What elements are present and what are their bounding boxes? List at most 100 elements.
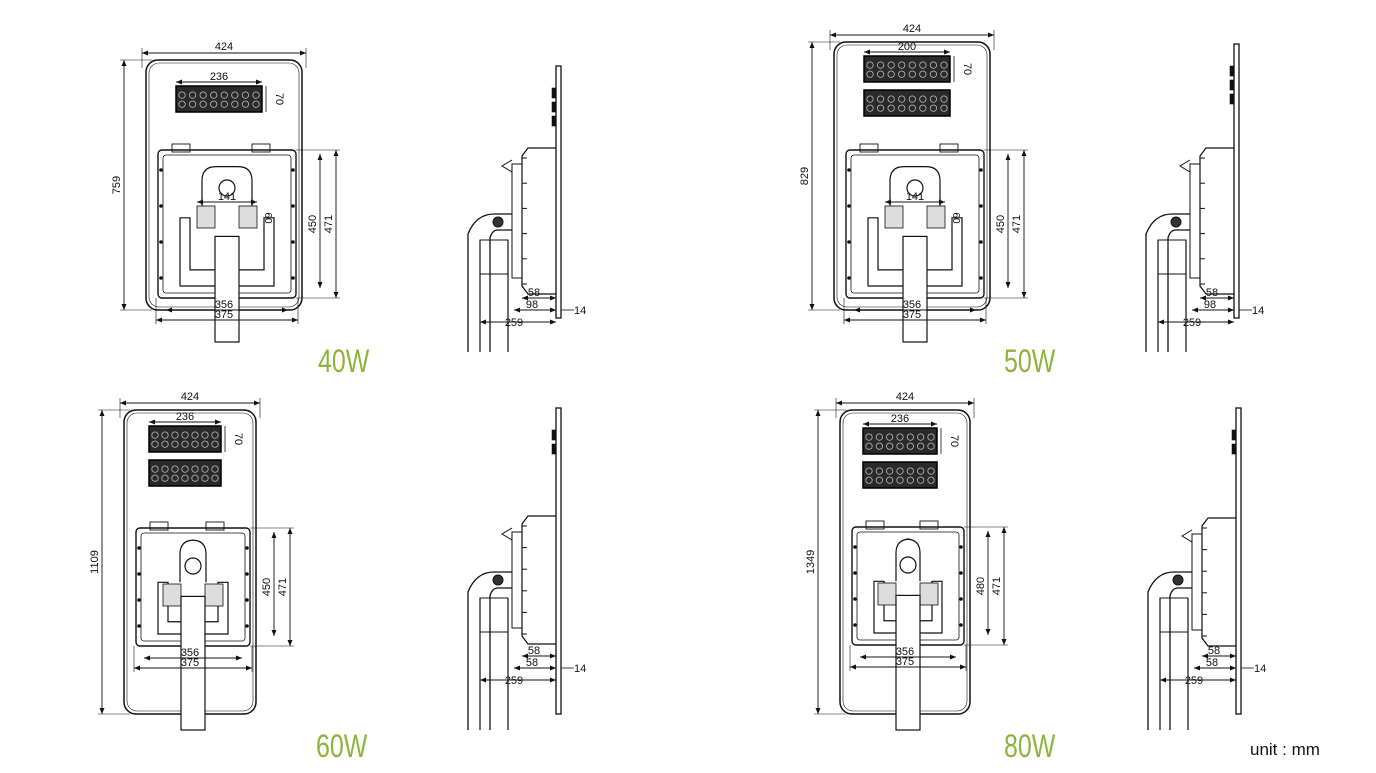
screw bbox=[137, 598, 141, 602]
cell-mark bbox=[201, 440, 209, 448]
cell-mark bbox=[220, 100, 228, 108]
inner-height-dimension: 480 bbox=[975, 577, 987, 595]
arrowhead bbox=[1160, 677, 1166, 683]
screw bbox=[159, 204, 163, 208]
arrowhead bbox=[985, 531, 991, 537]
screw bbox=[853, 623, 857, 627]
arm-outer bbox=[467, 213, 512, 352]
clip bbox=[251, 143, 271, 153]
arrowhead bbox=[271, 532, 277, 538]
hinge-bolt bbox=[1170, 216, 1182, 228]
arrowhead bbox=[134, 665, 140, 671]
arrowhead bbox=[1005, 154, 1011, 160]
screw bbox=[137, 572, 141, 576]
screw bbox=[137, 546, 141, 550]
cell-mark bbox=[876, 95, 885, 103]
screw bbox=[979, 168, 983, 172]
battery-body bbox=[521, 515, 556, 645]
cell-mark bbox=[917, 433, 925, 441]
arm-inner bbox=[489, 229, 512, 352]
cell-mark bbox=[908, 104, 916, 112]
arrowhead bbox=[514, 307, 520, 313]
cell-mark bbox=[898, 61, 906, 69]
cell-mark bbox=[201, 431, 209, 439]
cell-mark bbox=[211, 440, 219, 448]
arrowhead bbox=[939, 199, 945, 205]
arrowhead bbox=[815, 708, 821, 714]
arrowhead bbox=[1194, 665, 1200, 671]
panel-edge bbox=[1235, 407, 1242, 715]
bottom-dimension: 356 bbox=[215, 299, 233, 311]
pole-sleeve bbox=[1159, 597, 1189, 633]
cell-mark bbox=[210, 100, 218, 108]
cell-mark bbox=[211, 465, 219, 473]
arm-outer bbox=[1145, 213, 1190, 352]
arrowhead bbox=[809, 304, 815, 310]
cell-mark bbox=[181, 474, 189, 482]
cell-mark bbox=[940, 95, 948, 103]
arrowhead bbox=[960, 664, 966, 670]
hinge-bolt bbox=[1172, 574, 1184, 586]
side-dimension: 58 bbox=[528, 287, 540, 299]
screw bbox=[979, 204, 983, 208]
screw bbox=[853, 597, 857, 601]
arrowhead bbox=[522, 653, 528, 659]
height-dimension: 829 bbox=[799, 167, 811, 185]
side-dimension: 98 bbox=[1204, 299, 1216, 311]
arrowhead bbox=[333, 150, 339, 156]
arrowhead bbox=[550, 665, 556, 671]
battery-body bbox=[521, 147, 556, 295]
panel-width-dimension: 200 bbox=[898, 41, 916, 53]
knob bbox=[1229, 65, 1235, 77]
solar-cell-panel bbox=[863, 89, 951, 117]
arrowhead bbox=[854, 307, 860, 313]
clip bbox=[171, 143, 191, 153]
cell-mark bbox=[191, 431, 199, 439]
cell-mark bbox=[917, 476, 925, 484]
cell-mark bbox=[241, 100, 250, 108]
cell-mark bbox=[231, 100, 239, 108]
cell-mark bbox=[191, 465, 199, 473]
cell-mark bbox=[898, 70, 906, 78]
clamp-block bbox=[196, 205, 216, 229]
panel-width-dimension: 236 bbox=[210, 71, 228, 83]
pole-sleeve bbox=[479, 239, 509, 275]
cell-mark bbox=[908, 95, 916, 103]
cell-mark bbox=[171, 431, 179, 439]
cell-mark bbox=[896, 476, 904, 484]
arrowhead bbox=[1005, 282, 1011, 288]
arrowhead bbox=[522, 295, 528, 301]
arrowhead bbox=[1001, 639, 1007, 645]
cell-mark bbox=[876, 70, 885, 78]
inner-height-dimension: 450 bbox=[261, 578, 273, 596]
side-dimension: 14 bbox=[574, 305, 586, 317]
arrowhead bbox=[860, 654, 866, 660]
arrowhead bbox=[121, 60, 127, 66]
bracket-height-dimension: 60 bbox=[262, 212, 273, 224]
side-dimension: 259 bbox=[1185, 675, 1203, 687]
mount-plate bbox=[1191, 533, 1203, 631]
cell-mark bbox=[887, 61, 895, 69]
arrowhead bbox=[968, 400, 974, 406]
arrowhead bbox=[550, 319, 556, 325]
bottom-dimension: 375 bbox=[896, 656, 914, 668]
arrowhead bbox=[1230, 653, 1236, 659]
bracket-height-dimension: 60 bbox=[950, 212, 961, 224]
cell-mark bbox=[866, 70, 874, 78]
panel-edge bbox=[555, 407, 562, 715]
cell-mark bbox=[866, 104, 874, 112]
cell-mark bbox=[906, 442, 914, 450]
cell-mark bbox=[199, 91, 207, 99]
solar-cell-panel bbox=[862, 427, 938, 455]
clamp-block bbox=[162, 583, 182, 607]
arrowhead bbox=[271, 630, 277, 636]
cell-mark bbox=[876, 104, 885, 112]
clip bbox=[205, 521, 225, 531]
u-bracket bbox=[867, 217, 963, 287]
cell-mark bbox=[917, 442, 925, 450]
u-bracket bbox=[179, 217, 275, 287]
cell-mark bbox=[887, 104, 895, 112]
cell-mark bbox=[919, 95, 927, 103]
